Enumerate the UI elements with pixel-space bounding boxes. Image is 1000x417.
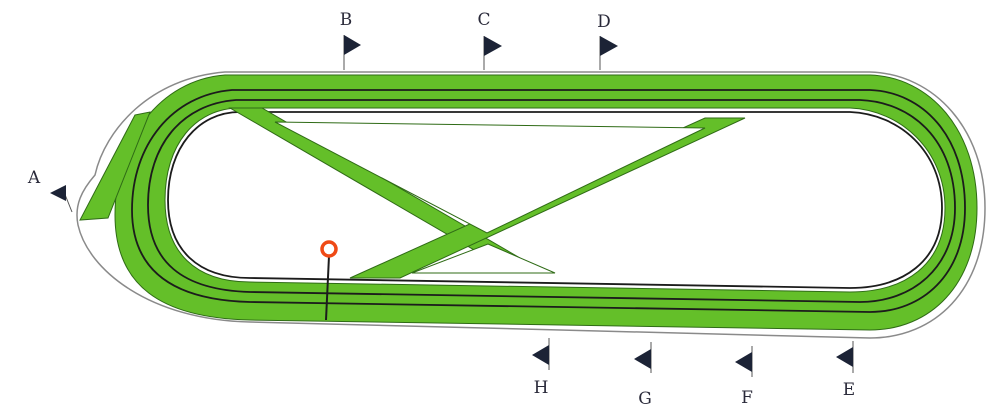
- flag-a: A: [27, 168, 73, 213]
- flag-label-d: D: [597, 12, 611, 32]
- flag-d: D: [597, 12, 618, 70]
- inner-lane-line-1: [131, 89, 966, 313]
- flag-label-c: C: [477, 10, 490, 30]
- pennant-flag-icon: [735, 352, 752, 372]
- flag-label-f: F: [741, 388, 753, 408]
- flag-c: C: [477, 10, 502, 70]
- inner-lane-line-2: [147, 99, 956, 303]
- infield-triangle-top: [274, 121, 706, 234]
- flag-label-a: A: [27, 168, 41, 188]
- flag-h: H: [532, 338, 550, 398]
- flag-f: F: [735, 346, 753, 408]
- flag-label-g: G: [638, 389, 652, 409]
- flag-e: E: [836, 341, 855, 400]
- winning-post-icon: [320, 240, 338, 321]
- flag-b: B: [340, 10, 361, 70]
- infield-triangle-bottom: [411, 243, 556, 274]
- pennant-flag-icon: [600, 36, 618, 56]
- pennant-flag-icon: [836, 347, 853, 367]
- pennant-flag-icon: [344, 35, 361, 55]
- pennant-flag-icon: [634, 349, 651, 369]
- chute-a: [79, 111, 151, 221]
- pennant-flag-icon: [484, 36, 502, 56]
- flags-layer: A B C D E F G H: [27, 10, 855, 409]
- pennant-flag-icon: [50, 185, 66, 201]
- pennant-flag-icon: [532, 345, 549, 365]
- flag-label-b: B: [340, 10, 353, 30]
- flag-label-e: E: [843, 380, 855, 400]
- inner-lane-line-3: [167, 111, 943, 289]
- flag-g: G: [634, 342, 652, 409]
- flag-label-h: H: [534, 378, 549, 398]
- turf-track: [114, 74, 978, 331]
